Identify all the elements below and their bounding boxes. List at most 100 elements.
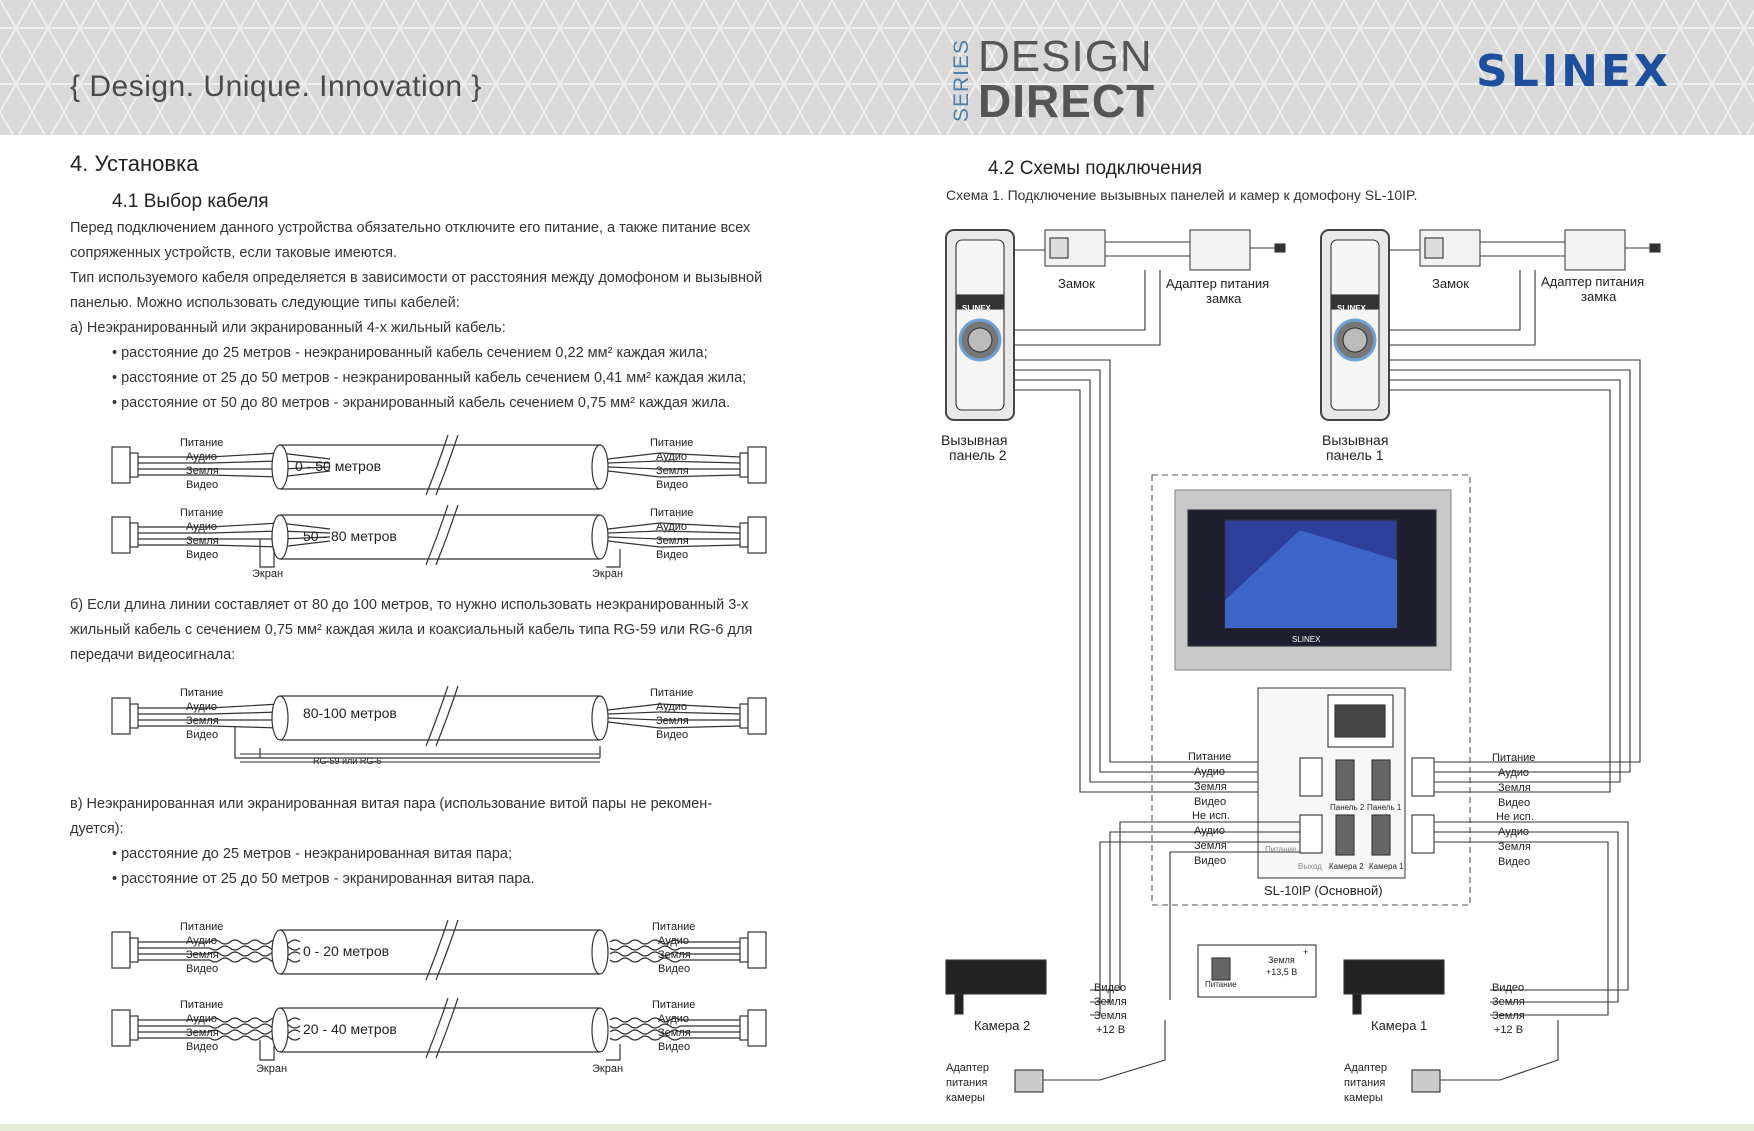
cam-pin-label: Земля [1094,996,1127,1008]
pin-label: Видео [1194,796,1227,808]
psu-ground-label: Земля [1268,955,1295,965]
shield-label: Экран [252,568,284,580]
wire-label: Питание [650,507,694,519]
lock-adapter-label: Адаптер питания [1166,276,1270,291]
scheme-caption: Схема 1. Подключение вызывных панелей и … [946,187,1418,203]
wire-label: Аудио [186,521,218,533]
cam-pin-label: Видео [1094,982,1127,994]
pin-label: Земля [1194,781,1227,793]
wire-label: Питание [180,999,224,1011]
wire-label: Аудио [656,701,688,713]
device-caption: SL-10IP (Основной) [1264,883,1383,898]
psu-plus-label: + [1303,947,1309,957]
pin-label: Земля [1498,782,1531,794]
wire-label: Земля [658,1027,691,1039]
paragraph-line: дуется): [70,821,124,837]
psu-voltage-label: +13,5 В [1266,967,1298,977]
wire-label: Питание [652,999,696,1011]
wire-label: Видео [656,729,689,741]
cam-adapter-label: Адаптер [946,1062,989,1074]
wire-label: Земля [186,949,219,961]
lock-label: Замок [1058,276,1095,291]
wire-label: Аудио [656,451,688,463]
cam-adapter-label: Адаптер [1344,1062,1387,1074]
camera1-label: Камера 1 [1371,1018,1428,1033]
wire-label: Аудио [186,1013,218,1025]
pin-label: Видео [1498,856,1531,868]
cam-pin-label: +12 В [1494,1024,1524,1036]
wire-label: Питание [180,921,224,933]
cam-pin-label: Земля [1492,1010,1525,1022]
wire-label: Питание [650,437,694,449]
pin-label: Питание [1492,752,1536,764]
wire-label: Земля [186,535,219,547]
wire-label: Видео [186,729,219,741]
coax-label: RG-59 или RG-6 [313,756,382,766]
section-title: 4. Установка [70,151,199,176]
wire-label: Питание [652,921,696,933]
cable-diagram-2 [111,504,767,568]
cam-pin-label: Видео [1492,982,1525,994]
panel-brand: SLINEX [962,304,991,313]
paragraph-line: в) Неэкранированная или экранированная в… [70,796,713,812]
wire-label: Питание [180,507,224,519]
wire-label: Земля [186,1027,219,1039]
pin-label: Видео [1498,797,1531,809]
direct-word: DIRECT [978,75,1156,127]
distance-label: 0 - 50 метров [295,458,382,474]
cam-pin-label: +12 В [1096,1024,1126,1036]
distance-label: 80-100 метров [303,705,397,721]
wire-label: Питание [180,687,224,699]
cam-pin-label: Земля [1492,996,1525,1008]
cam-adapter-label: питания [1344,1077,1386,1089]
wire-label: Видео [186,963,219,975]
wire-label: Аудио [658,935,690,947]
shield-label: Экран [256,1063,288,1075]
cable-diagram-5 [111,997,767,1061]
lock-adapter-label: замка [1581,289,1617,304]
pin-label: Земля [1194,840,1227,852]
wire-label: Земля [656,465,689,477]
paragraph-line: Перед подключением данного устройства об… [70,220,751,236]
wire-label: Питание [180,437,224,449]
pin-label: Аудио [1194,766,1226,778]
wire-label: Видео [658,1041,691,1053]
shield-label: Экран [592,568,624,580]
panel2-label-2: панель 2 [949,447,1007,463]
cable-diagram-4 [111,919,767,981]
pin-label: Питание [1188,751,1232,763]
wire-label: Земля [658,949,691,961]
design-word: DESIGN [978,32,1153,81]
pin-label: Не исп. [1496,811,1534,823]
distance-label: 0 - 20 метров [303,943,390,959]
list-item: • расстояние до 25 метров - неэкранирова… [112,846,512,862]
pin-label: Земля [1498,841,1531,853]
wire-label: Питание [650,687,694,699]
shield-label: Экран [592,1063,624,1075]
cam-pin-label: Земля [1094,1010,1127,1022]
monitor-brand: SLINEX [1292,635,1321,644]
paragraph-line: панелью. Можно использовать следующие ти… [70,295,460,311]
wire-label: Видео [186,549,219,561]
wire-label: Земля [656,535,689,547]
paragraph-line: б) Если длина линии составляет от 80 до … [70,597,749,613]
panel2-label-1: Вызывная [941,432,1008,448]
header-pattern [0,0,1754,135]
list-item: • расстояние до 25 метров - неэкранирова… [112,345,708,361]
panel1-label-1: Вызывная [1322,432,1389,448]
pin-label: Аудио [1498,767,1530,779]
cam-adapter-label: питания [946,1077,988,1089]
wire-label: Аудио [658,1013,690,1025]
lock-adapter-label: замка [1206,291,1242,306]
cable-diagram-1 [111,434,767,496]
cam-adapter-label: камеры [946,1092,985,1104]
paragraph-line: сопряженных устройств, если таковые имею… [70,245,397,261]
distance-label: 50 - 80 метров [303,528,397,544]
list-item: • расстояние от 25 до 50 метров - неэкра… [112,370,747,386]
connector-label: Питание [1265,845,1297,854]
list-heading-a: а) Неэкранированный или экранированный 4… [70,320,506,336]
wire-label: Аудио [186,701,218,713]
pin-label: Аудио [1194,825,1226,837]
lock-adapter-label: Адаптер питания [1541,274,1645,289]
wire-label: Видео [658,963,691,975]
